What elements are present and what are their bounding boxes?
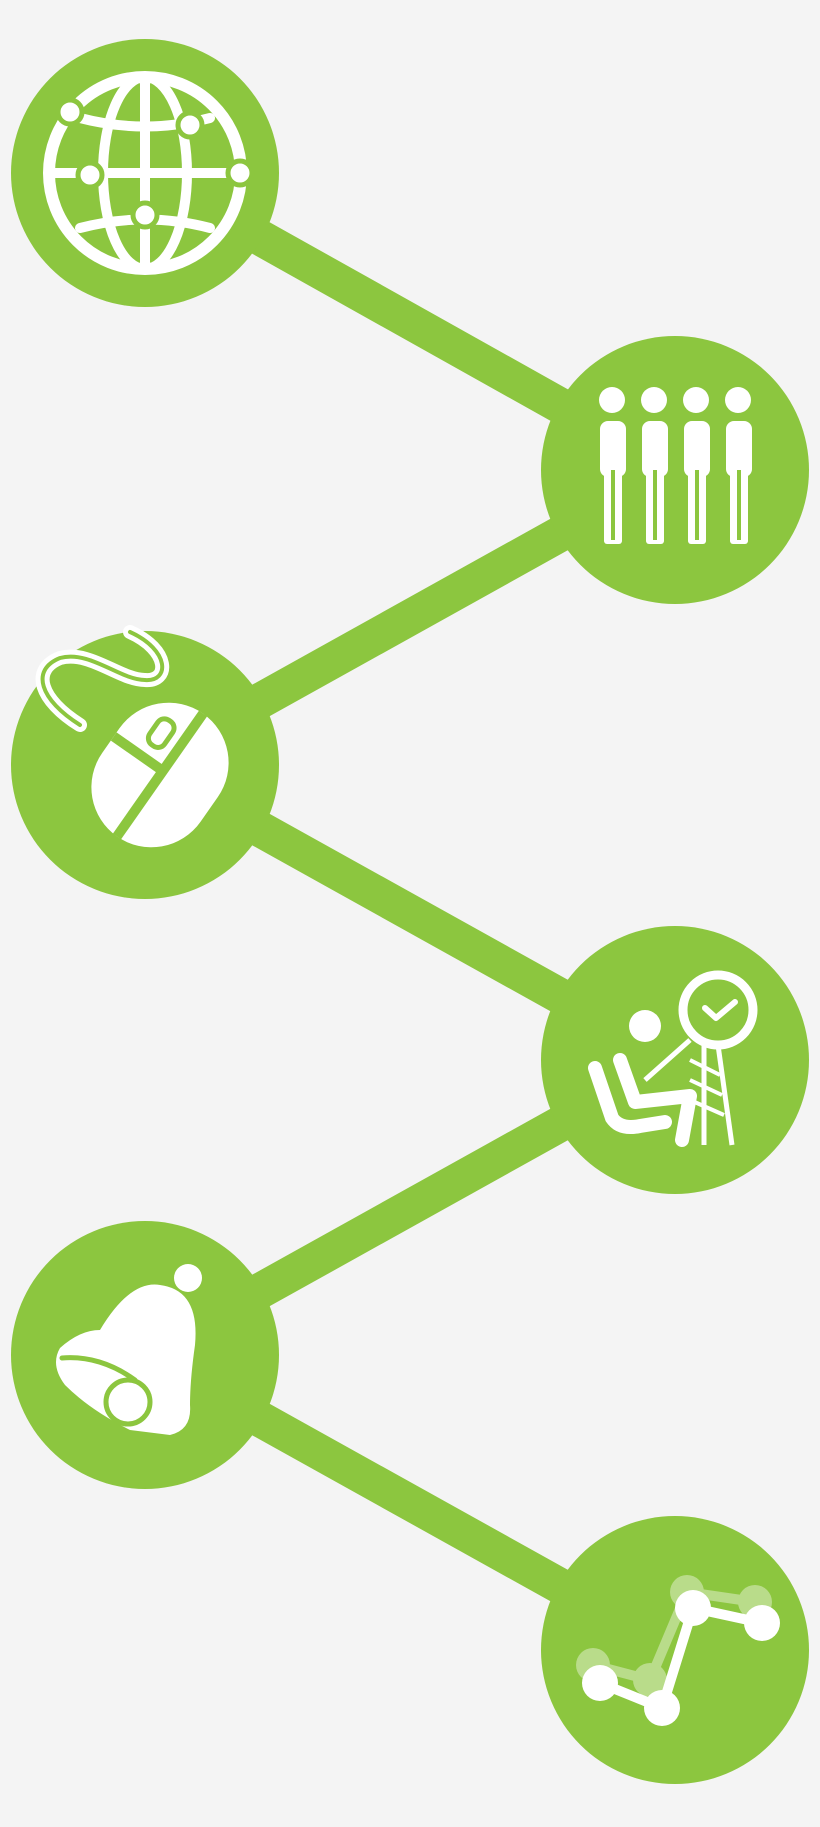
- bell-icon: [56, 1264, 202, 1435]
- person-figure-1: [599, 387, 626, 544]
- mouse-cable-inner: [40, 630, 165, 727]
- person-figure-3: [683, 387, 710, 544]
- step-4-node: [541, 926, 809, 1194]
- mouse-wheel: [145, 716, 177, 750]
- step-6-node: [541, 1516, 809, 1784]
- computer-mouse-icon: [35, 625, 229, 848]
- globe-nodes: [55, 97, 255, 230]
- line-chart-icon: [576, 1575, 780, 1726]
- step-3-node: [11, 625, 279, 899]
- step-5-node: [11, 1221, 279, 1489]
- step-2-node: [541, 336, 809, 604]
- line-chart-main: [582, 1590, 780, 1726]
- step-4-circle: [541, 926, 809, 1194]
- step-2-circle: [541, 336, 809, 604]
- step-1-node: [11, 39, 279, 307]
- people-group-icon: [599, 387, 752, 544]
- presenter-checklist-icon: [588, 970, 758, 1147]
